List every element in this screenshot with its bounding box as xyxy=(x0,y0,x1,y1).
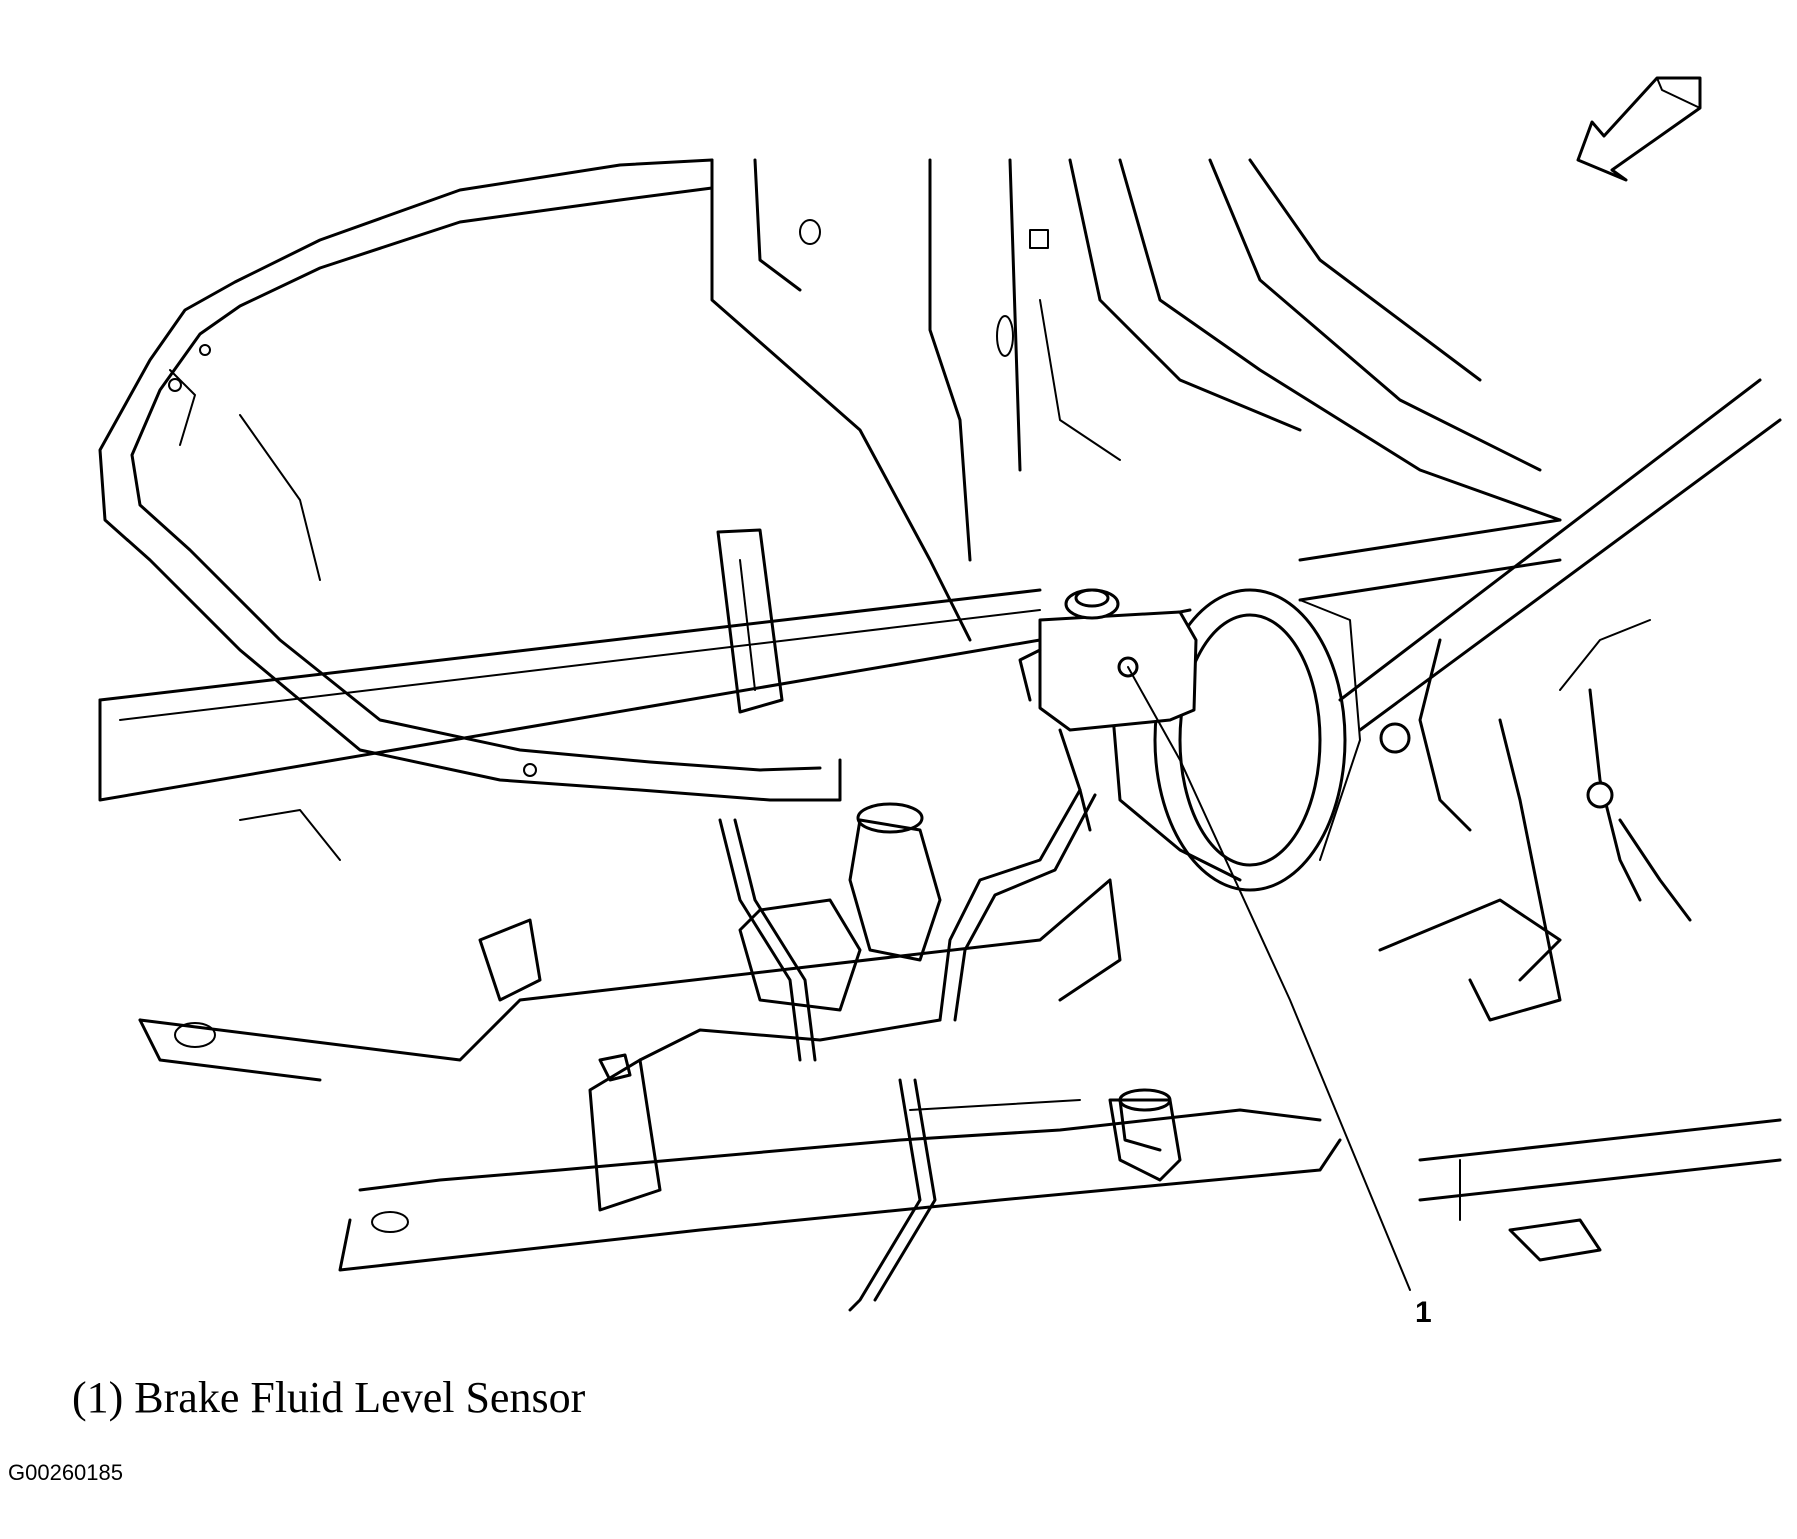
brake-booster xyxy=(1108,588,1361,892)
master-cylinder xyxy=(1018,588,1198,832)
figure-id: G00260185 xyxy=(8,1460,123,1485)
callout-leader-line xyxy=(1127,666,1411,1291)
pedal-assembly xyxy=(1378,619,1692,1022)
strut-rod xyxy=(1338,378,1782,754)
radiator-support xyxy=(98,158,842,802)
bracket xyxy=(716,528,784,714)
figure-caption: (1) Brake Fluid Level Sensor xyxy=(72,1373,586,1422)
body-structure xyxy=(710,158,1562,642)
engine-mounts xyxy=(478,802,942,1212)
direction-arrow-icon xyxy=(1576,76,1702,182)
lower-rail xyxy=(1418,1118,1782,1262)
cross-rail xyxy=(98,518,1562,802)
callout-number-1: 1 xyxy=(1415,1296,1432,1329)
engine-cradle xyxy=(138,878,1342,1272)
